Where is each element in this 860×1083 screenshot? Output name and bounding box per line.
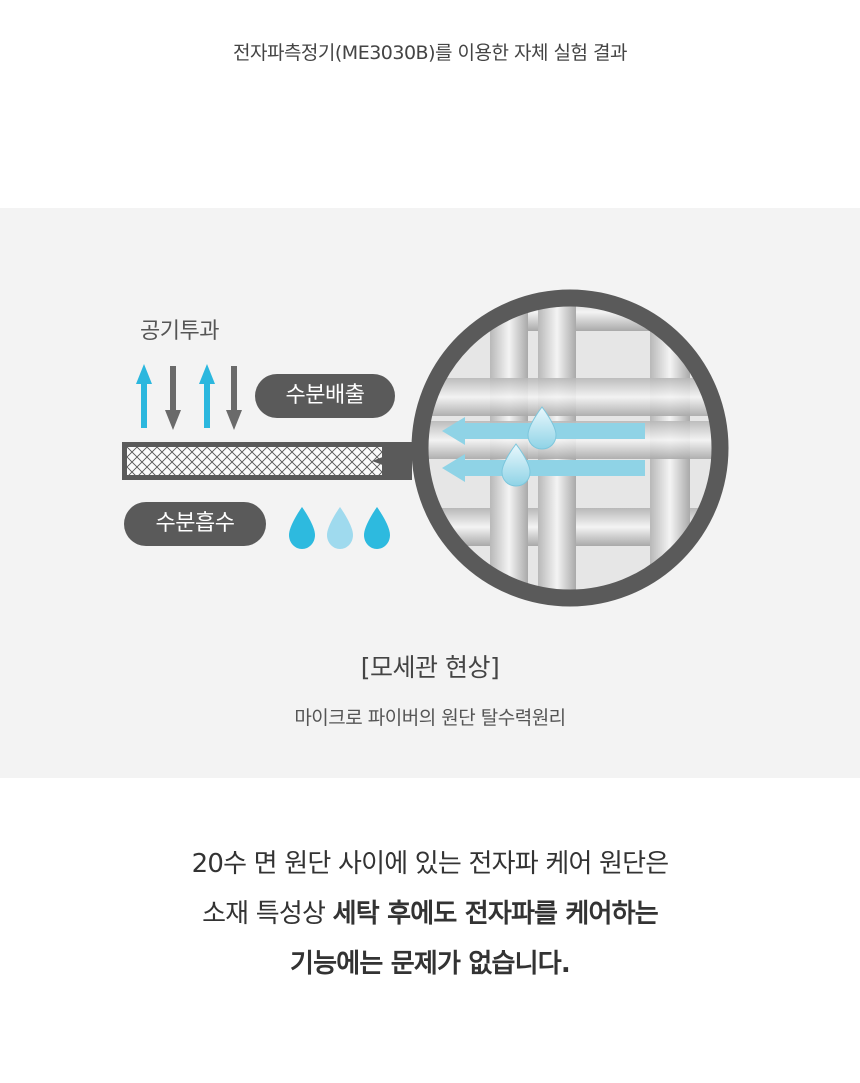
water-drop-icon	[501, 443, 531, 487]
airflow-arrows	[136, 364, 242, 430]
description-line-2-normal: 소재 특성상	[202, 899, 333, 929]
test-result-caption: 전자파측정기(ME3030B)를 이용한 자체 실험 결과	[233, 42, 627, 64]
water-drops	[289, 507, 390, 549]
moisture-release-badge: 수분배출	[255, 374, 395, 418]
fabric-layer	[122, 442, 412, 480]
water-drop-icon	[289, 507, 315, 549]
arrow-up-icon	[136, 364, 152, 428]
description-line-2-bold: 세탁 후에도 전자파를 케어하는	[332, 899, 659, 929]
arrow-up-icon	[199, 364, 215, 428]
arrow-down-icon	[165, 366, 181, 430]
arrow-down-icon	[226, 366, 242, 430]
description-line-3: 기능에는 문제가 없습니다.	[290, 949, 571, 979]
water-drop-icon	[364, 507, 390, 549]
air-permeation-label: 공기투과	[140, 319, 219, 344]
description-line-2: 소재 특성상 세탁 후에도 전자파를 케어하는	[0, 893, 860, 930]
moisture-absorb-badge: 수분흡수	[124, 502, 266, 546]
water-drop-icon	[327, 507, 353, 549]
capillary-phenomenon-subtitle: 마이크로 파이버의 원단 탈수력원리	[294, 707, 566, 729]
magnified-fiber-view	[411, 289, 729, 607]
water-drop-icon	[527, 406, 557, 450]
description-line-1: 20수 면 원단 사이에 있는 전자파 케어 원단은	[191, 849, 670, 879]
capillary-phenomenon-title: [모세관 현상]	[360, 653, 500, 682]
